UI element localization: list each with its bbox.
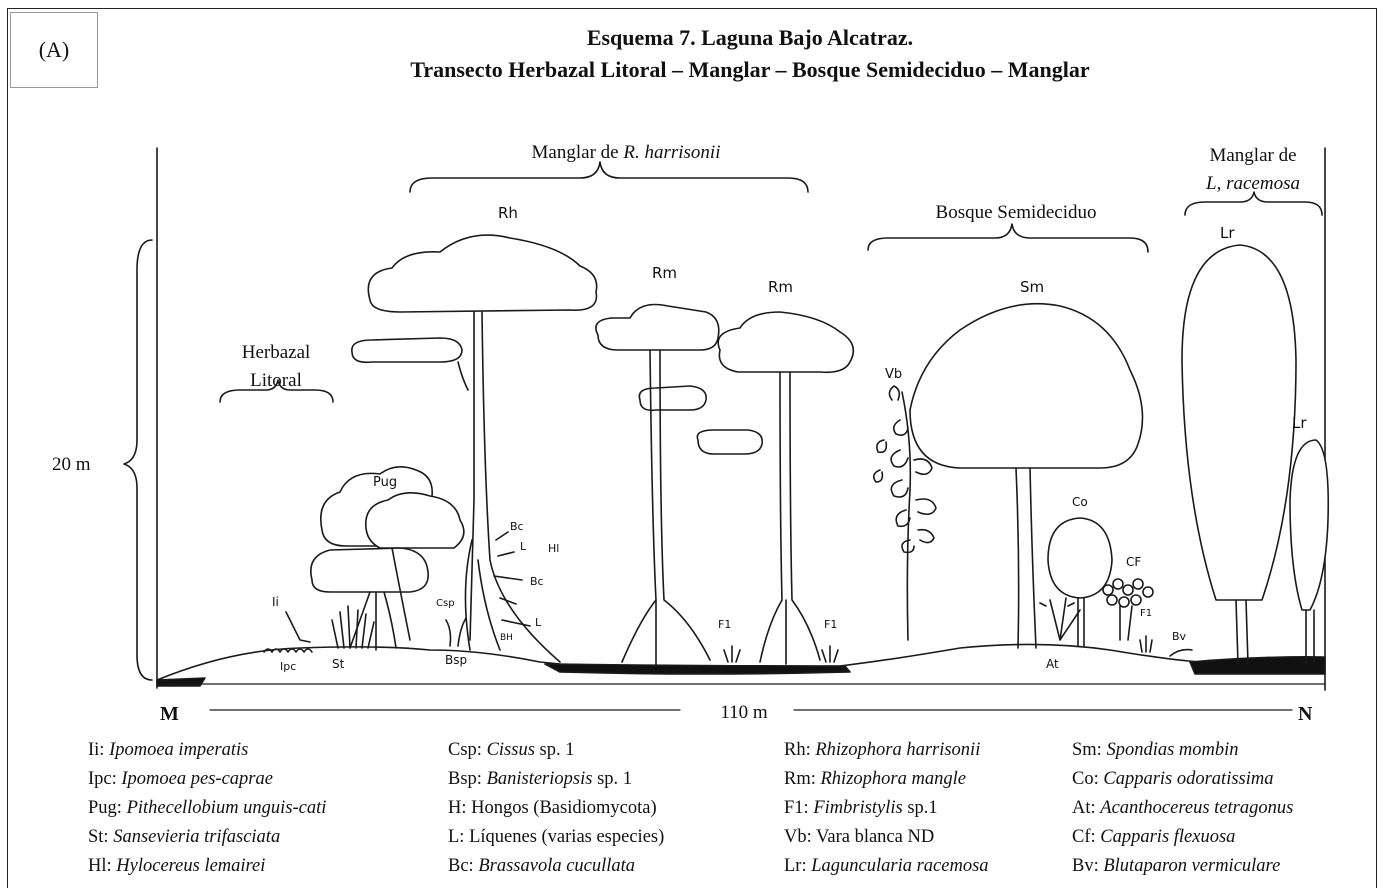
legend-entry: St: Sansevieria trifasciata [88, 823, 326, 852]
bosque-brace [868, 224, 1148, 252]
legend-entry: Rh: Rhizophora harrisonii [784, 736, 989, 765]
label-at: At [1046, 657, 1059, 671]
plant-bsp [446, 618, 466, 646]
zone-herbazal-line2: Litoral [250, 370, 302, 391]
label-f1-c: F1 [1140, 608, 1152, 619]
label-st: St [332, 657, 345, 671]
mud-right [1190, 657, 1325, 674]
legend-entry: F1: Fimbristylis sp.1 [784, 794, 989, 823]
manglar-rh-brace [410, 162, 808, 192]
label-ii: Ii [272, 595, 279, 609]
tree-lr-2 [1290, 440, 1328, 664]
zone-manglar-rh-species: R. harrisonii [622, 142, 720, 163]
legend-entry: At: Acanthocereus tetragonus [1072, 794, 1293, 823]
legend-entry: Ii: Ipomoea imperatis [88, 736, 326, 765]
label-bsp: Bsp [445, 653, 467, 667]
legend-column-1: Ii: Ipomoea imperatis Ipc: Ipomoea pes-c… [88, 736, 326, 881]
label-co: Co [1072, 495, 1088, 509]
legend-entry: Csp: Cissus sp. 1 [448, 736, 664, 765]
legend-column-2: Csp: Cissus sp. 1 Bsp: Banisteriopsis sp… [448, 736, 664, 881]
legend-entry: Bv: Blutaparon vermiculare [1072, 852, 1293, 881]
tree-rh [352, 235, 597, 662]
tree-rm-1 [596, 305, 719, 665]
transect-drawing: 20 m Herbazal Litoral Manglar de R. harr… [0, 0, 1384, 735]
height-brace [124, 240, 152, 680]
label-bv: Bv [1172, 630, 1187, 643]
legend-column-3: Rh: Rhizophora harrisonii Rm: Rhizophora… [784, 736, 989, 881]
manglar-lr-brace [1185, 192, 1322, 215]
legend-entry: Vb: Vara blanca ND [784, 823, 989, 852]
label-lr-1: Lr [1220, 224, 1235, 242]
label-bc-2: Bc [530, 575, 544, 588]
label-ipc: Ipc [280, 660, 296, 673]
legend-entry: Lr: Laguncularia racemosa [784, 852, 989, 881]
label-rh: Rh [498, 204, 518, 222]
plant-co [1048, 518, 1112, 646]
tree-lr-1 [1182, 245, 1296, 664]
legend-entry: Hl: Hylocereus lemairei [88, 852, 326, 881]
mud-left [157, 678, 205, 686]
label-l-2: L [535, 616, 542, 629]
plant-at [1040, 598, 1080, 640]
plant-pug [311, 467, 464, 650]
zone-herbazal-line1: Herbazal [242, 342, 311, 363]
legend-entry: Pug: Pithecellobium unguis-cati [88, 794, 326, 823]
label-f1-b: F1 [824, 618, 837, 631]
zone-bosque: Bosque Semideciduo [936, 202, 1097, 223]
legend-entry: Rm: Rhizophora mangle [784, 765, 989, 794]
plant-bv [1170, 650, 1192, 656]
legend-entry: Co: Capparis odoratissima [1072, 765, 1293, 794]
legend-entry: Bc: Brassavola cucullata [448, 852, 664, 881]
scale-length-label: 110 m [720, 702, 768, 723]
tree-rm-2 [697, 312, 853, 664]
zone-manglar-lr-line2: L, racemosa [1205, 173, 1300, 194]
scale-end-label: N [1298, 703, 1313, 725]
zone-manglar-lr-line1: Manglar de [1209, 145, 1296, 166]
legend-entry: Bsp: Banisteriopsis sp. 1 [448, 765, 664, 794]
legend-entry: Sm: Spondias mombin [1072, 736, 1293, 765]
plant-ipomoea [264, 612, 312, 652]
legend-entry: H: Hongos (Basidiomycota) [448, 794, 664, 823]
label-cf: CF [1126, 555, 1141, 569]
height-scale-label: 20 m [52, 454, 91, 475]
label-csp: Csp [436, 598, 455, 609]
label-lr-2: Lr [1292, 414, 1307, 432]
label-rm-1: Rm [652, 264, 677, 282]
label-vb: Vb [885, 367, 902, 382]
mud-manglar [545, 664, 850, 674]
label-f1-a: F1 [718, 618, 731, 631]
zone-manglar-rh-prefix: Manglar de [532, 142, 624, 163]
label-l-1: L [520, 540, 527, 553]
label-bc-1: Bc [510, 520, 524, 533]
label-bh: BH [500, 633, 513, 643]
label-rm-2: Rm [768, 278, 793, 296]
legend-entry: Ipc: Ipomoea pes-caprae [88, 765, 326, 794]
legend-entry: Cf: Capparis flexuosa [1072, 823, 1293, 852]
plant-f1 [724, 636, 1152, 662]
legend-entry: L: Líquenes (varias especies) [448, 823, 664, 852]
label-pug: Pug [373, 475, 397, 490]
legend-column-4: Sm: Spondias mombin Co: Capparis odorati… [1072, 736, 1293, 881]
label-hl: Hl [548, 542, 559, 555]
scale-start-label: M [160, 703, 179, 725]
zone-manglar-rh: Manglar de R. harrisonii [532, 142, 721, 163]
label-sm: Sm [1020, 278, 1044, 296]
